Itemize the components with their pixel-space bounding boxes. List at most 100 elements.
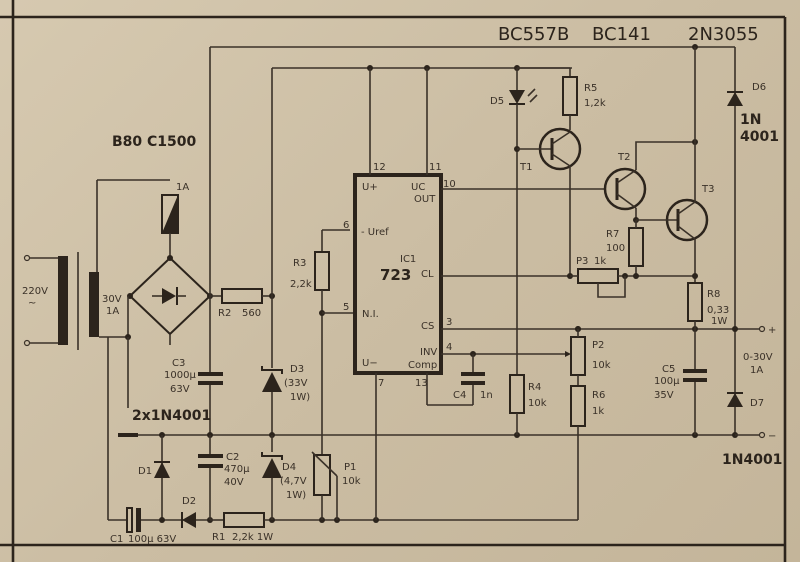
r1-label: R1 xyxy=(212,532,225,543)
ic1-pin-out: OUT xyxy=(414,194,436,205)
d3-zener-bar xyxy=(261,366,283,374)
r2-label: R2 xyxy=(218,308,231,319)
r7-value: 100 xyxy=(606,243,625,254)
d6-type: 1N xyxy=(740,112,761,128)
bridge-label: B80 C1500 xyxy=(112,134,197,150)
secondary-voltage-label: 30V xyxy=(102,294,122,305)
c1-plate-2 xyxy=(136,508,141,532)
fuse-fill xyxy=(162,195,178,233)
p3-label: P3 xyxy=(576,256,588,267)
output-plus-terminal[interactable] xyxy=(758,325,766,333)
r6-label: R6 xyxy=(592,390,605,401)
c3-voltage: 63V xyxy=(170,384,190,395)
c3-label: C3 xyxy=(172,358,185,369)
ic1-pin-uref: - Uref xyxy=(361,227,389,238)
d3-value: (33V xyxy=(284,378,308,389)
r5-label: R5 xyxy=(584,83,597,94)
c5-voltage: 35V xyxy=(654,390,674,401)
c3-value: 1000µ xyxy=(164,370,196,381)
bridge-diode-icon xyxy=(162,288,176,304)
r3-value: 2,2k xyxy=(290,279,312,290)
r1-resistor xyxy=(223,512,265,528)
ac-input-terminal-2[interactable] xyxy=(23,339,31,347)
d4-zener-bar xyxy=(261,452,283,460)
d1-label: D1 xyxy=(138,466,152,477)
r2-resistor xyxy=(221,288,263,304)
d3-label: D3 xyxy=(290,364,304,375)
ic1-pin-inv: INV xyxy=(420,347,437,358)
ic1-pin-uc: UC xyxy=(411,182,425,193)
secondary-current-label: 1A xyxy=(106,306,119,317)
transformer-secondary xyxy=(89,272,99,337)
pin-10: 10 xyxy=(443,179,456,190)
p3-value: 1k xyxy=(594,256,606,267)
r8-value: 0,33 xyxy=(707,305,729,316)
t2-label: T2 xyxy=(617,152,630,163)
fuse-label: 1A xyxy=(176,182,189,193)
ic1-pin-cs: CS xyxy=(421,321,434,332)
r5-resistor xyxy=(562,76,578,116)
c5-label: C5 xyxy=(662,364,675,375)
ic1-ref: IC1 xyxy=(400,254,416,265)
c4-plate-2 xyxy=(461,381,485,385)
r3-resistor xyxy=(314,251,330,291)
c4-plate-1 xyxy=(461,372,485,376)
d3-power: 1W) xyxy=(290,392,310,403)
t3-label: T3 xyxy=(701,184,714,195)
d7-type: 1N4001 xyxy=(722,452,782,468)
ic1-pin-cl: CL xyxy=(421,269,434,280)
pin-11: 11 xyxy=(429,162,442,173)
c2-plate-1 xyxy=(198,454,223,458)
d5-light-ray xyxy=(527,88,536,97)
c3-plate-2 xyxy=(198,381,223,385)
diodes-note: 2x1N4001 xyxy=(132,408,211,424)
c1-plate-1 xyxy=(126,507,133,533)
r7-resistor xyxy=(628,227,644,267)
t3-emitter xyxy=(677,225,696,240)
c1-label: C1 xyxy=(110,534,123,545)
ac-input-terminal-1[interactable] xyxy=(23,254,31,262)
ic1-pin-comp: Comp xyxy=(408,360,437,371)
r7-label: R7 xyxy=(606,229,619,240)
output-current: 1A xyxy=(750,365,763,376)
ac-symbol: ~ xyxy=(28,298,36,309)
junction xyxy=(692,273,698,279)
d7-label: D7 xyxy=(750,398,764,409)
pin-12: 12 xyxy=(373,162,386,173)
p2-potentiometer[interactable] xyxy=(570,336,586,376)
output-minus-label: − xyxy=(768,431,776,442)
c2-label: C2 xyxy=(226,452,239,463)
output-minus-terminal[interactable] xyxy=(758,431,766,439)
wire xyxy=(635,141,695,170)
p3-potentiometer[interactable] xyxy=(577,268,619,284)
r5-value: 1,2k xyxy=(584,98,606,109)
p2-value: 10k xyxy=(592,360,611,371)
d5-light-ray xyxy=(529,94,538,103)
c5-value: 100µ xyxy=(654,376,680,387)
d4-label: D4 xyxy=(282,462,296,473)
r4-resistor xyxy=(509,374,525,414)
d4-zener-icon xyxy=(262,458,282,478)
d4-power: 1W) xyxy=(286,490,306,501)
r8-power: 1W xyxy=(711,316,727,327)
t2-collector xyxy=(616,169,637,184)
junction xyxy=(732,326,738,332)
d6-label: D6 xyxy=(752,82,766,93)
r2-value: 560 xyxy=(242,308,261,319)
pin-13: 13 xyxy=(415,378,428,389)
d5-label: D5 xyxy=(490,96,504,107)
r8-label: R8 xyxy=(707,289,720,300)
d6-diode-icon xyxy=(727,92,743,106)
r1-value: 2,2k 1W xyxy=(232,532,273,543)
junction xyxy=(633,273,639,279)
primary-voltage-label: 220V xyxy=(22,286,48,297)
c2-value: 470µ xyxy=(224,464,250,475)
pin-7: 7 xyxy=(378,378,384,389)
d4-value: (4,7V xyxy=(280,476,307,487)
r4-value: 10k xyxy=(528,398,547,409)
c4-label: C4 xyxy=(453,390,466,401)
d3-zener-icon xyxy=(262,372,282,392)
r6-value: 1k xyxy=(592,406,604,417)
d1-diode-icon xyxy=(154,462,170,478)
